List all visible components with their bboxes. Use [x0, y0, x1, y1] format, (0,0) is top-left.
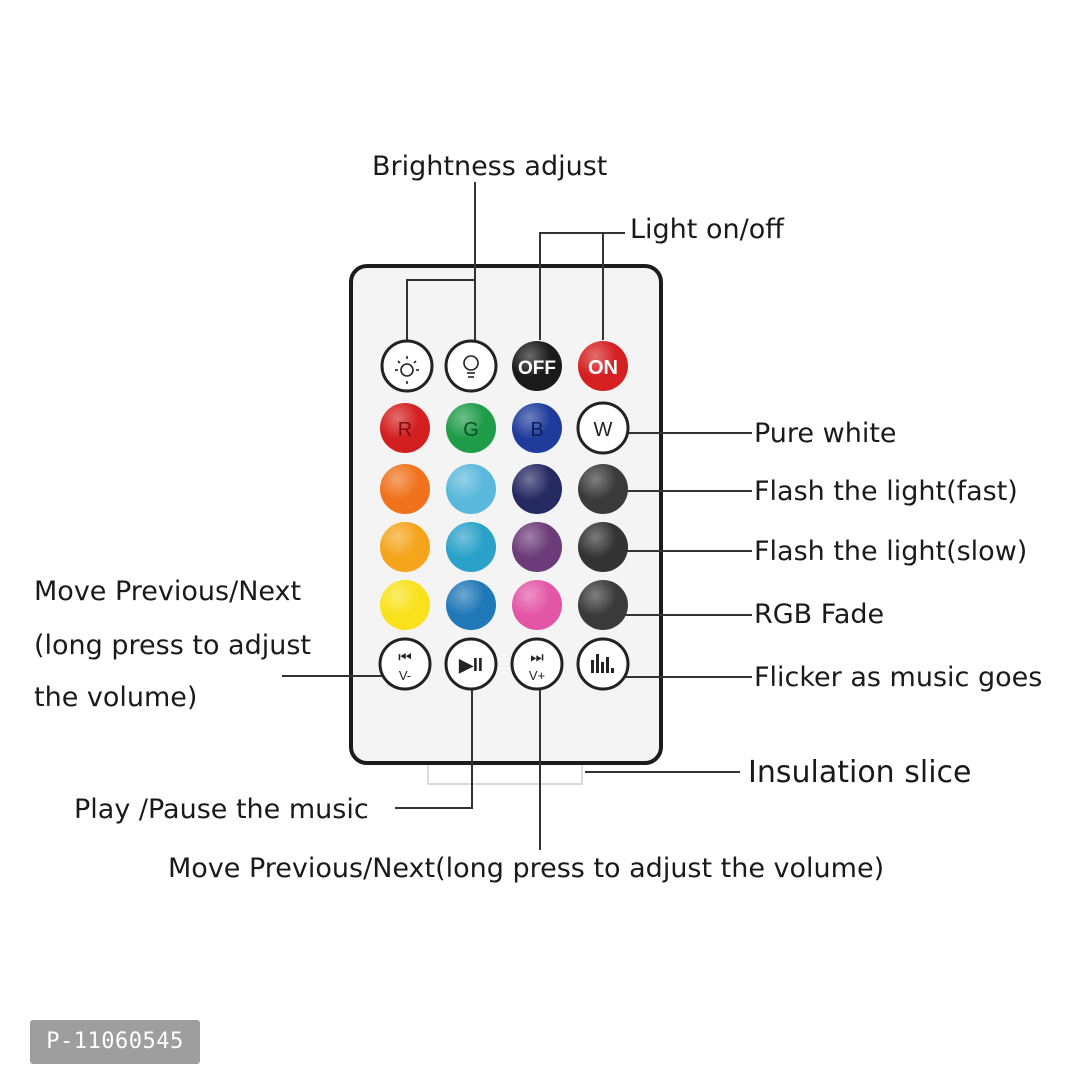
- previous-sub-label: V-: [399, 668, 411, 683]
- flash-slow-button[interactable]: [578, 522, 628, 572]
- blue-mid-button[interactable]: [446, 580, 496, 630]
- flash-slow-label: Flash the light(slow): [754, 536, 1027, 567]
- rgb-fade-label: RGB Fade: [754, 599, 884, 630]
- music-mode-button[interactable]: [576, 637, 630, 691]
- light-onoff-label: Light on/off: [630, 214, 785, 245]
- teal-button[interactable]: [446, 522, 496, 572]
- on-button[interactable]: ON: [578, 341, 628, 391]
- play-pause-icon: ▶II: [458, 655, 483, 675]
- flash-fast-label: Flash the light(fast): [754, 476, 1018, 507]
- orange-button[interactable]: [380, 464, 430, 514]
- white-button[interactable]: W: [576, 401, 630, 455]
- prev-next-left-line1: Move Previous/Next: [34, 576, 301, 607]
- rgb-fade-button[interactable]: [578, 580, 628, 630]
- red-button[interactable]: R: [380, 403, 430, 453]
- purple-button[interactable]: [512, 522, 562, 572]
- play-pause-label: Play /Pause the music: [74, 794, 369, 825]
- prev-next-left-line2: (long press to adjust: [34, 630, 311, 661]
- next-button[interactable]: ⏭ V+: [510, 637, 564, 691]
- on-button-label: ON: [588, 357, 618, 379]
- prev-next-bottom-label: Move Previous/Next(long press to adjust …: [168, 853, 884, 884]
- product-code-badge: P-11060545: [30, 1020, 200, 1064]
- light-blue-button[interactable]: [446, 464, 496, 514]
- green-button-label: G: [463, 419, 479, 441]
- pink-button[interactable]: [512, 580, 562, 630]
- flicker-music-label: Flicker as music goes: [754, 662, 1042, 693]
- yellow-button[interactable]: [380, 580, 430, 630]
- next-icon: ⏭: [530, 649, 544, 666]
- navy-button[interactable]: [512, 464, 562, 514]
- pure-white-label: Pure white: [754, 418, 897, 449]
- equalizer-icon: [591, 654, 614, 673]
- insulation-slice-label: Insulation slice: [748, 755, 971, 790]
- red-button-label: R: [398, 419, 412, 441]
- play-pause-button[interactable]: ▶II: [444, 637, 498, 691]
- off-button-label: OFF: [518, 358, 556, 379]
- brightness-up-button[interactable]: [380, 339, 434, 393]
- leader-lines: [282, 182, 752, 850]
- remote-body: [349, 264, 663, 765]
- previous-button[interactable]: ⏮ V-: [378, 637, 432, 691]
- amber-button[interactable]: [380, 522, 430, 572]
- brightness-adjust-label: Brightness adjust: [372, 151, 607, 182]
- brightness-down-button[interactable]: [444, 339, 498, 393]
- white-button-label: W: [594, 419, 613, 441]
- next-sub-label: V+: [529, 668, 545, 683]
- blue-button-label: B: [530, 419, 543, 441]
- previous-icon: ⏮: [398, 649, 412, 666]
- sun-icon: [395, 356, 419, 384]
- green-button[interactable]: G: [446, 403, 496, 453]
- prev-next-left-line3: the volume): [34, 682, 197, 713]
- blue-button[interactable]: B: [512, 403, 562, 453]
- flash-fast-button[interactable]: [578, 464, 628, 514]
- bulb-icon: [463, 355, 479, 378]
- off-button[interactable]: OFF: [512, 341, 562, 391]
